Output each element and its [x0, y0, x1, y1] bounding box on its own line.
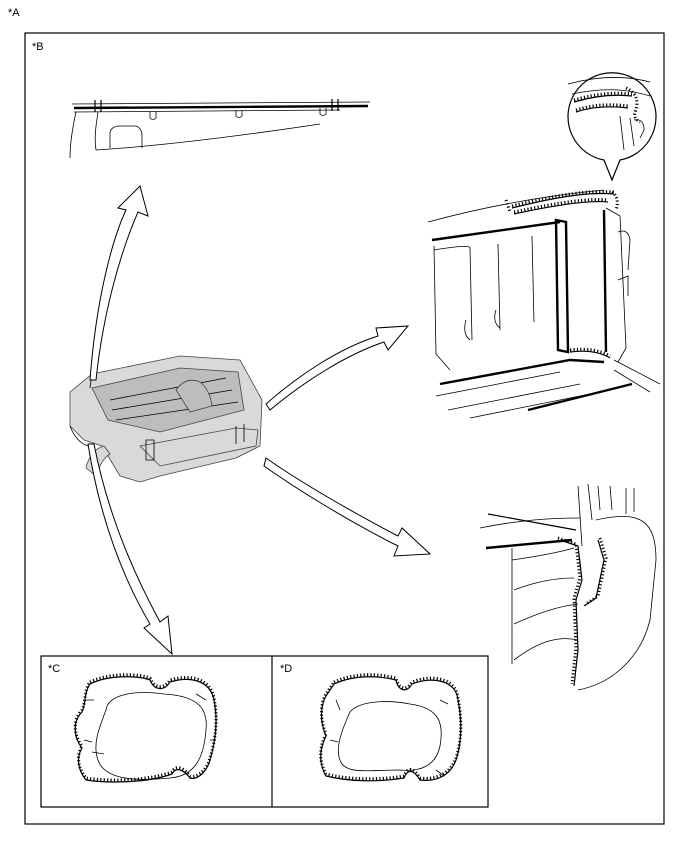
wheelhouse-d — [319, 673, 463, 782]
arrow-to-front-panel — [265, 325, 410, 411]
label-b: *B — [32, 41, 44, 53]
wheelhouse-panels — [40, 655, 489, 808]
label-c: *C — [48, 663, 61, 675]
label-a: *A — [8, 7, 20, 19]
tailgate-corner-detail — [479, 483, 657, 691]
front-panel-detail — [427, 189, 661, 419]
arrow-to-rail — [89, 185, 149, 381]
outer-frame — [24, 32, 665, 825]
truck-bed-illustration — [69, 355, 263, 483]
arrow-to-wheelhouse — [87, 443, 173, 656]
label-d: *D — [280, 663, 293, 675]
bed-rail-detail — [69, 99, 371, 159]
arrow-to-tailgate-corner — [263, 457, 432, 557]
wheelhouse-c — [73, 673, 218, 783]
zoom-bubble — [567, 72, 657, 182]
